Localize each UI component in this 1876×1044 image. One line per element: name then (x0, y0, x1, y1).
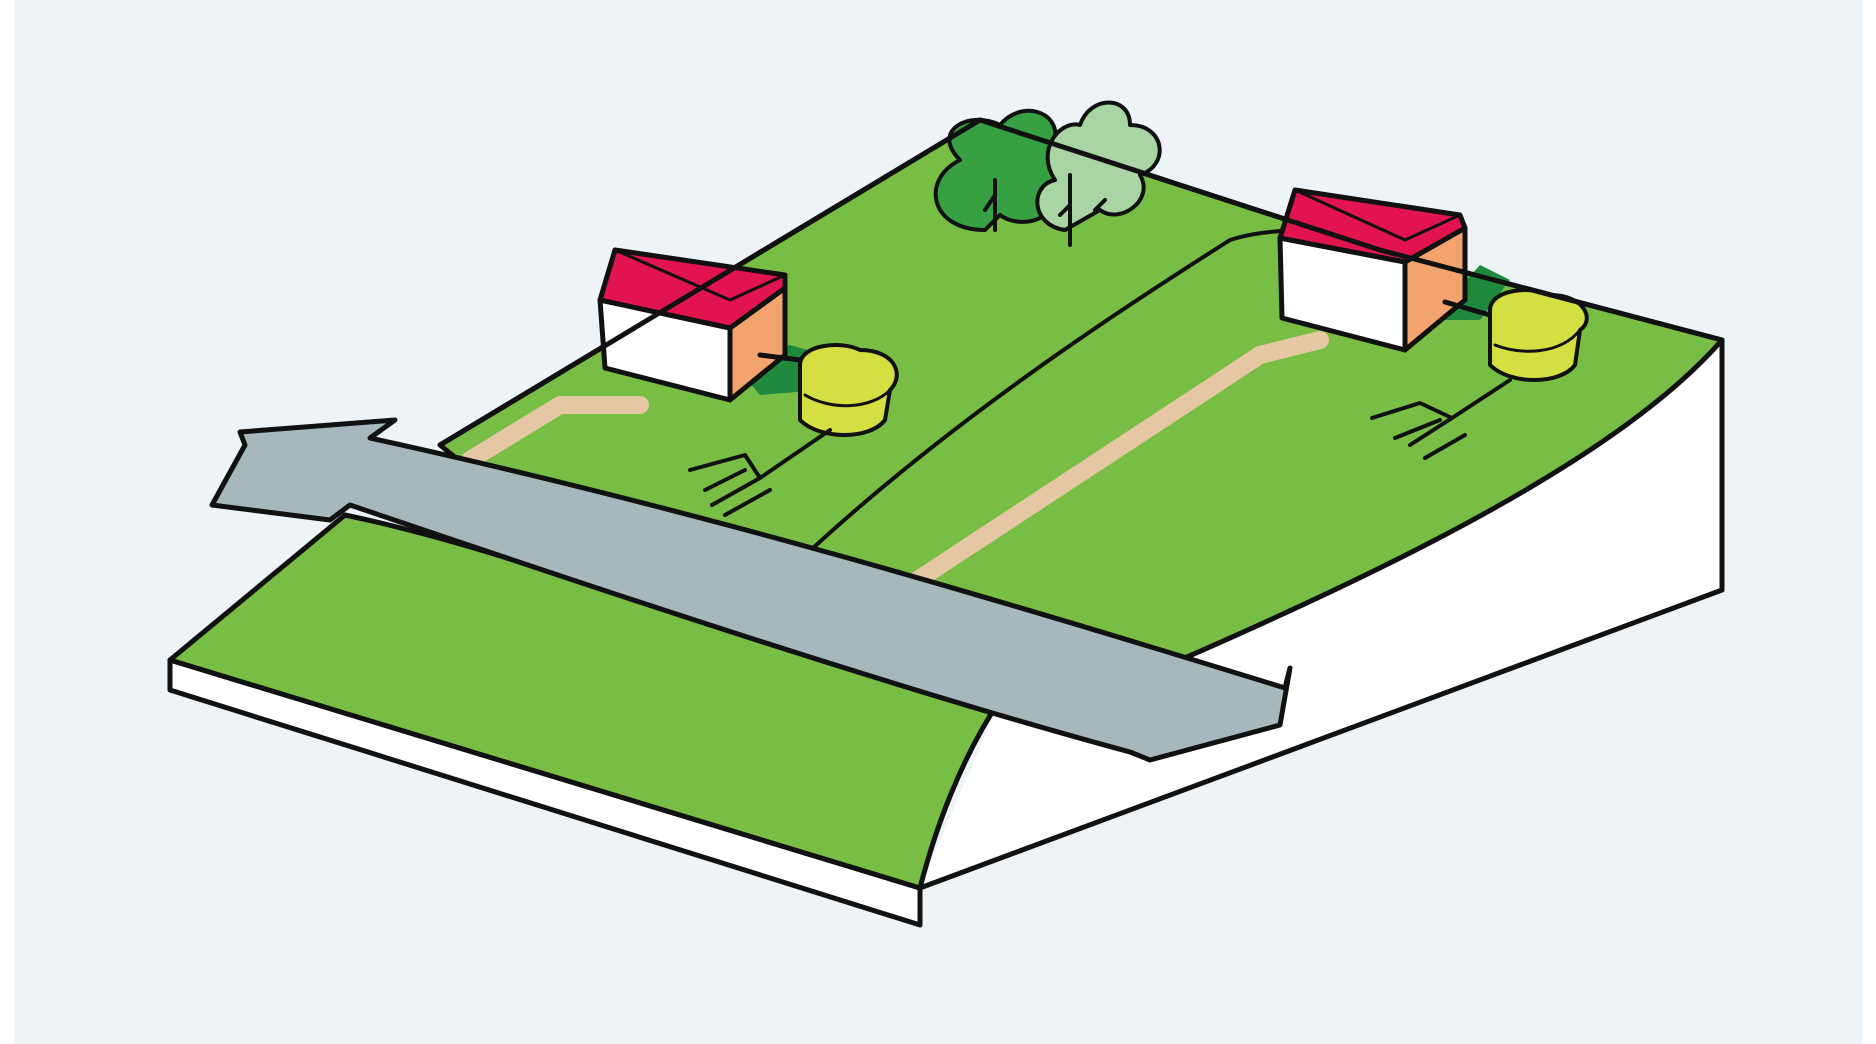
plot-divider (798, 226, 1302, 562)
tree-light-icon (1035, 100, 1162, 232)
left-hay-bale-icon (798, 343, 899, 437)
left-house-roof (597, 247, 788, 331)
left-farm (597, 247, 899, 517)
landform-edge-bottom (917, 587, 1725, 891)
left-pitchfork-icon (688, 428, 832, 517)
left-plot-path (461, 396, 649, 469)
right-pitchfork-icon (1370, 378, 1512, 460)
road-arrow (209, 417, 1293, 763)
plateau-back-edge (437, 117, 1725, 448)
right-plot-path (901, 331, 1329, 594)
right-farm (1277, 187, 1589, 460)
right-hay-bale-icon (1488, 288, 1589, 382)
